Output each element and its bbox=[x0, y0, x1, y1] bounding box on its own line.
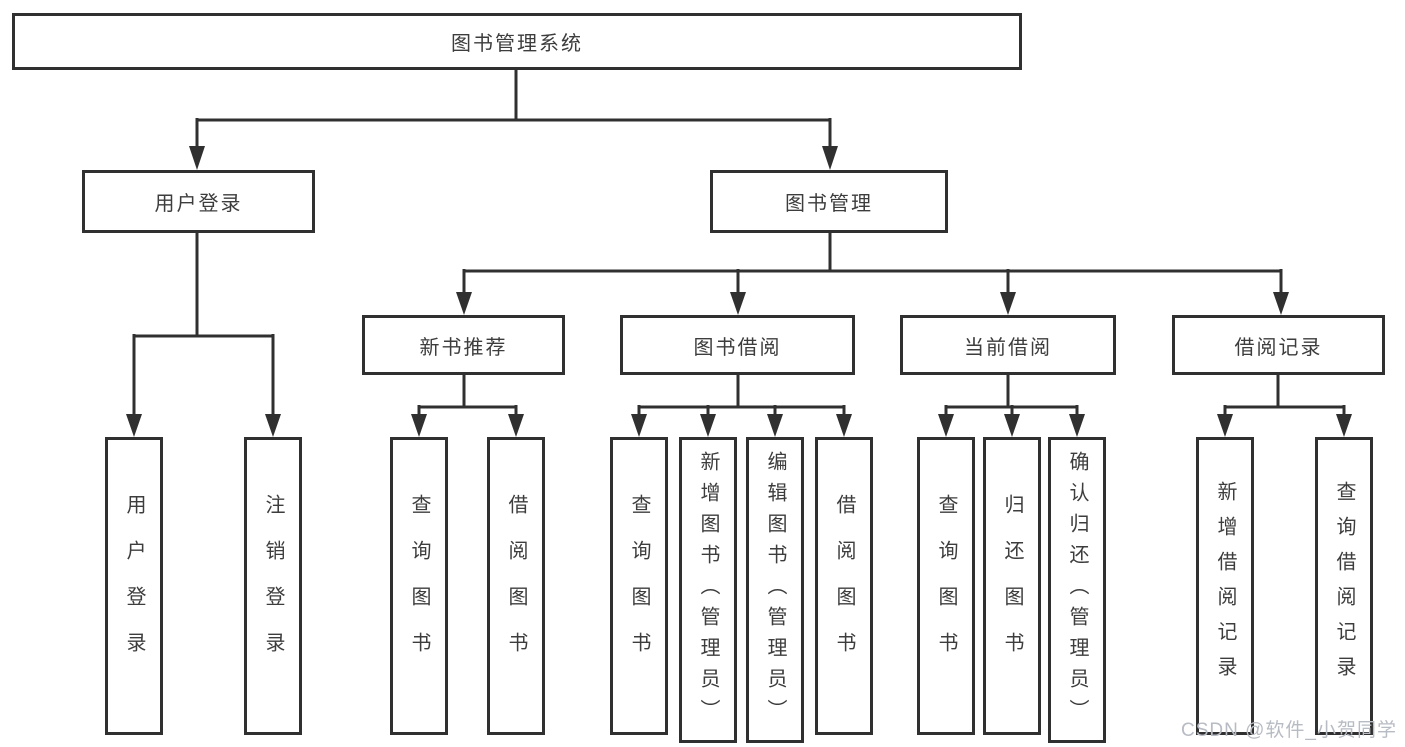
leaf-query-borrow-record: 查询借阅记录 bbox=[1315, 437, 1373, 735]
leaf-confirm-return-admin: 确认归还（管理员） bbox=[1048, 437, 1106, 743]
node-label: 查询图书 bbox=[408, 494, 430, 678]
node-label: 注销登录 bbox=[262, 494, 284, 678]
node-borrowing-records: 借阅记录 bbox=[1172, 315, 1385, 375]
node-current-borrowing: 当前借阅 bbox=[900, 315, 1116, 375]
node-label: 图书管理 bbox=[785, 193, 873, 215]
node-label: 查询借阅记录 bbox=[1333, 481, 1355, 691]
leaf-add-books-admin: 新增图书（管理员） bbox=[679, 437, 737, 743]
node-user-login-branch: 用户登录 bbox=[82, 170, 315, 233]
leaf-logout: 注销登录 bbox=[244, 437, 302, 735]
node-label: 编辑图书（管理员） bbox=[764, 450, 786, 730]
node-label: 确认归还（管理员） bbox=[1066, 450, 1088, 730]
node-label: 查询图书 bbox=[628, 494, 650, 678]
node-label: 归还图书 bbox=[1001, 494, 1023, 678]
node-label: 用户登录 bbox=[123, 494, 145, 678]
node-label: 用户登录 bbox=[154, 193, 243, 215]
node-label: 新增图书（管理员） bbox=[697, 450, 719, 730]
node-library-management-system: 图书管理系统 bbox=[12, 13, 1022, 70]
leaf-return-books: 归还图书 bbox=[983, 437, 1041, 735]
node-label: 当前借阅 bbox=[964, 336, 1052, 359]
node-label: 图书管理系统 bbox=[451, 33, 583, 55]
leaf-query-books-borrowing: 查询图书 bbox=[610, 437, 668, 735]
arrowhead-group bbox=[126, 146, 1352, 437]
leaf-edit-books-admin: 编辑图书（管理员） bbox=[746, 437, 804, 743]
node-label: 图书借阅 bbox=[693, 336, 782, 359]
node-new-book-recommendation: 新书推荐 bbox=[362, 315, 565, 375]
leaf-user-login: 用户登录 bbox=[105, 437, 163, 735]
leaf-borrow-books-recommend: 借阅图书 bbox=[487, 437, 545, 735]
node-book-borrowing: 图书借阅 bbox=[620, 315, 855, 375]
node-label: 新增借阅记录 bbox=[1214, 481, 1236, 691]
csdn-watermark: CSDN @软件_小贺同学 bbox=[1181, 720, 1397, 741]
leaf-query-books-current: 查询图书 bbox=[917, 437, 975, 735]
node-label: 新书推荐 bbox=[419, 336, 508, 359]
node-book-management-branch: 图书管理 bbox=[710, 170, 948, 233]
node-label: 借阅图书 bbox=[505, 494, 527, 678]
node-label: 借阅图书 bbox=[833, 494, 855, 678]
leaf-add-borrow-record: 新增借阅记录 bbox=[1196, 437, 1254, 735]
leaf-borrow-books: 借阅图书 bbox=[815, 437, 873, 735]
node-label: 借阅记录 bbox=[1234, 336, 1323, 359]
node-label: 查询图书 bbox=[935, 494, 957, 678]
leaf-query-books-recommend: 查询图书 bbox=[390, 437, 448, 735]
